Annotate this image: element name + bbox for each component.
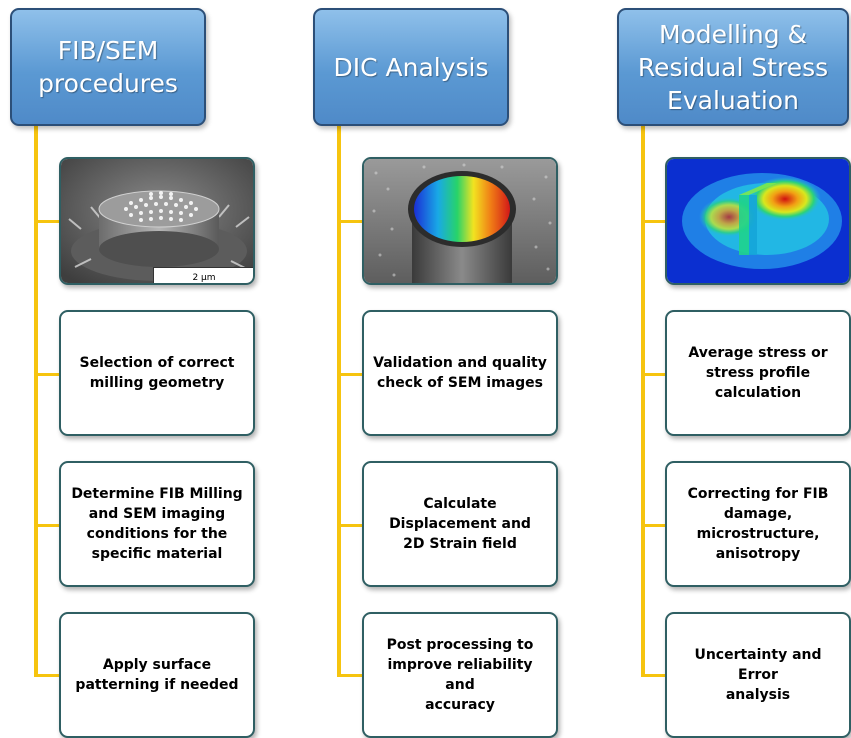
step-box: Validation and quality check of SEM imag… bbox=[362, 310, 558, 436]
connector-branch bbox=[641, 524, 667, 527]
column-header: FIB/SEM procedures bbox=[10, 8, 206, 126]
step-box: Selection of correct milling geometry bbox=[59, 310, 255, 436]
step-box: Determine FIB Milling and SEM imaging co… bbox=[59, 461, 255, 587]
column-header: Modelling & Residual Stress Evaluation bbox=[617, 8, 849, 126]
pillar-micrograph-graphic bbox=[61, 159, 253, 283]
connector-branch bbox=[337, 524, 363, 527]
step-box: Apply surface patterning if needed bbox=[59, 612, 255, 738]
connector-branch bbox=[641, 373, 667, 376]
connector-branch bbox=[641, 220, 667, 223]
step-box: Correcting for FIB damage, microstructur… bbox=[665, 461, 851, 587]
step-box: Uncertainty and Error analysis bbox=[665, 612, 851, 738]
fib-sem-pillar-image: 2 µm bbox=[59, 157, 255, 285]
connector-branch bbox=[34, 220, 60, 223]
connector-line bbox=[641, 126, 645, 676]
step-box: Average stress or stress profile calcula… bbox=[665, 310, 851, 436]
connector-branch bbox=[337, 373, 363, 376]
stress-contour-graphic bbox=[667, 159, 849, 283]
connector-branch bbox=[337, 220, 363, 223]
step-box: Post processing to improve reliability a… bbox=[362, 612, 558, 738]
dic-strain-image bbox=[362, 157, 558, 285]
scale-bar: 2 µm bbox=[153, 267, 253, 283]
strain-field-graphic bbox=[364, 159, 556, 283]
connector-branch bbox=[34, 674, 60, 677]
connector-branch bbox=[34, 373, 60, 376]
column-header: DIC Analysis bbox=[313, 8, 509, 126]
step-box: Calculate Displacement and 2D Strain fie… bbox=[362, 461, 558, 587]
connector-branch bbox=[337, 674, 363, 677]
connector-branch bbox=[34, 524, 60, 527]
connector-line bbox=[34, 126, 38, 676]
scale-bar-label: 2 µm bbox=[192, 273, 216, 283]
connector-branch bbox=[641, 674, 667, 677]
fem-stress-image bbox=[665, 157, 851, 285]
connector-line bbox=[337, 126, 341, 676]
